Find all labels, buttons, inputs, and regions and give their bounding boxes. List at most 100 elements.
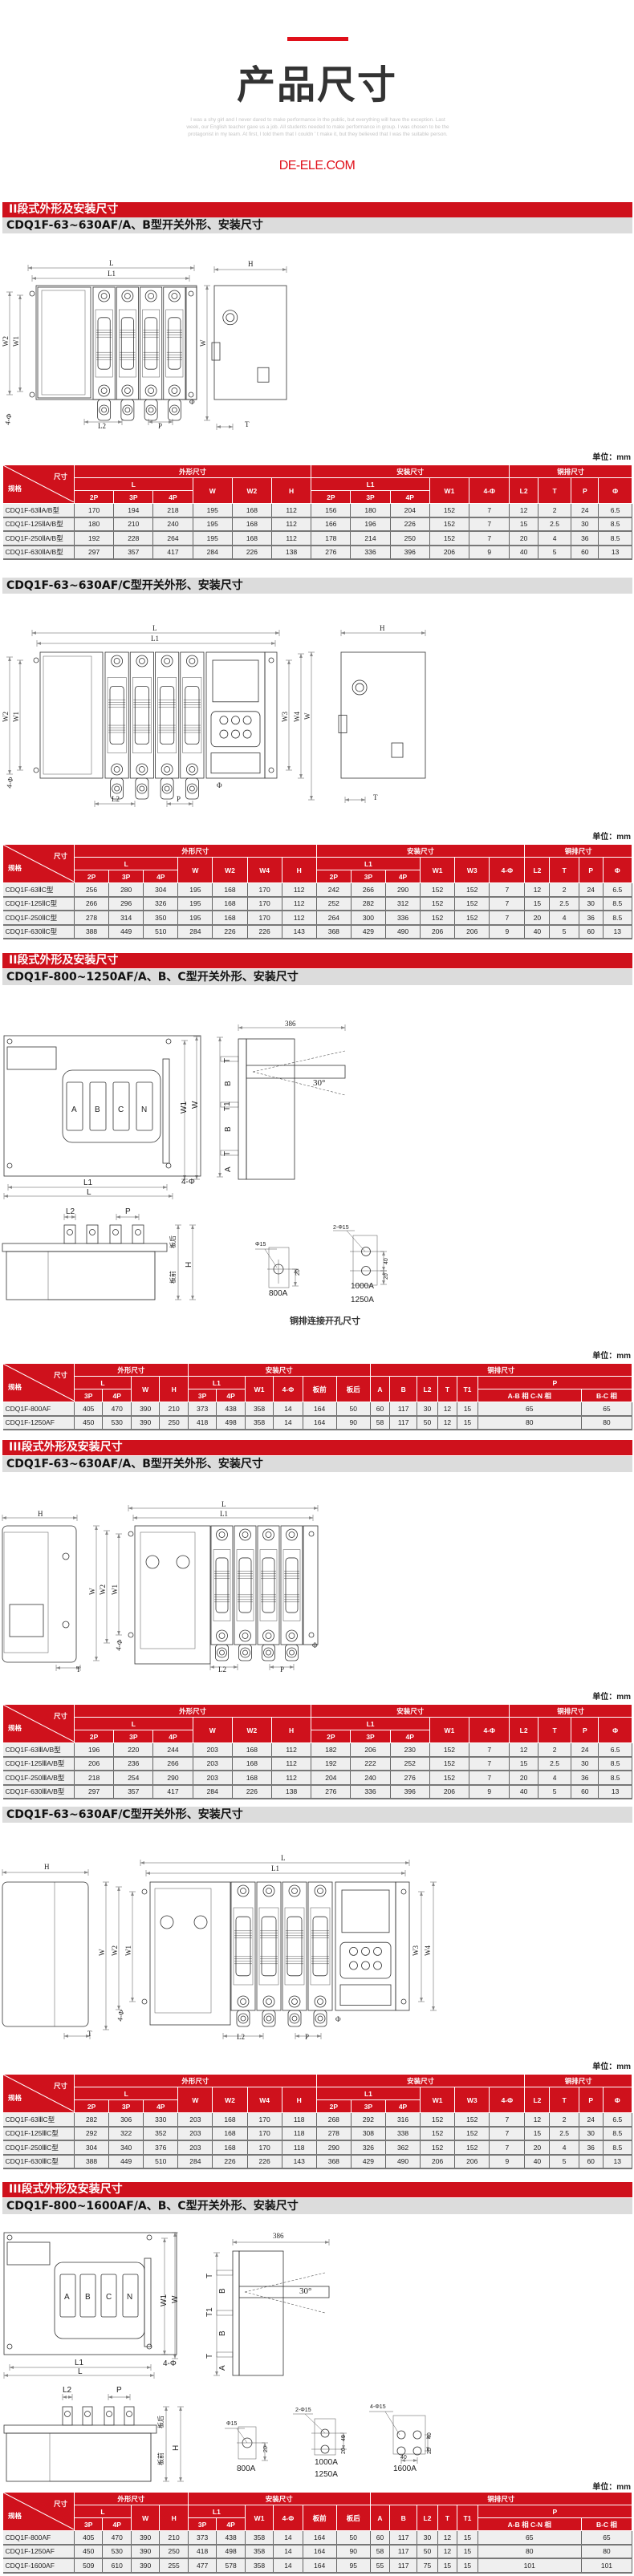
column-header: 2P <box>315 2099 352 2113</box>
column-header: A-B 相 C-N 相 <box>477 2517 582 2531</box>
dim-label-H: H <box>185 1262 193 1268</box>
terminal-screw <box>317 2015 323 2022</box>
terminal <box>287 1647 297 1658</box>
terminal <box>288 1995 301 2008</box>
value-cell: 13 <box>603 2154 633 2169</box>
value-cell: 368 <box>316 924 352 939</box>
value-cell: 30 <box>571 517 599 532</box>
value-cell: 610 <box>102 2558 132 2574</box>
value-cell: 264 <box>152 531 193 546</box>
value-cell: 256 <box>74 882 110 898</box>
value-cell: 2 <box>549 882 579 898</box>
column-header: 3P <box>350 2099 386 2113</box>
dim-label-L1: L1 <box>220 1510 228 1518</box>
value-cell: 15 <box>457 2558 478 2574</box>
terminal-screw <box>148 293 155 299</box>
value-cell: 4 <box>538 531 572 546</box>
value-cell: 117 <box>389 2530 418 2546</box>
terminal-screw <box>291 1998 298 2005</box>
controller-module <box>6 2241 51 2266</box>
value-cell: 530 <box>102 1415 132 1430</box>
controller-keypad <box>339 1941 392 1979</box>
column-header: 4-Φ <box>489 857 526 883</box>
terminal-screw <box>171 407 177 413</box>
value-cell: 12 <box>524 882 551 898</box>
value-cell: 12 <box>437 2530 458 2546</box>
value-cell: 4 <box>538 1771 572 1786</box>
column-header: T <box>537 477 572 504</box>
section-subtitle: CDQ1F-800~1600AF/A、B、C型开关外形、安装尺寸 <box>2 2198 632 2214</box>
side-view-body <box>340 651 426 779</box>
pole-module <box>140 286 163 400</box>
keypad-button <box>349 1961 358 1970</box>
hole-dim-label: 40 <box>427 2432 433 2439</box>
dim-label-W1: W1 <box>180 1101 189 1114</box>
terminal <box>216 1629 228 1642</box>
value-cell: 152 <box>429 1771 470 1786</box>
value-cell: 168 <box>212 2112 248 2128</box>
column-header: W2 <box>212 857 248 883</box>
value-cell: 182 <box>311 1742 352 1758</box>
value-cell: 15 <box>457 1402 478 1417</box>
value-cell: 138 <box>271 545 312 560</box>
column-header: H <box>159 1376 189 1402</box>
hole-1600 <box>413 2446 422 2456</box>
hole-leader <box>236 2428 248 2444</box>
pole-handle <box>144 317 158 370</box>
column-header: 4P <box>384 2099 421 2113</box>
value-cell: 13 <box>598 545 632 560</box>
terminal <box>289 2013 300 2024</box>
value-cell: 112 <box>282 911 317 926</box>
cover-plate <box>154 1888 212 2014</box>
brand-link[interactable]: DE-ELE.COM <box>278 159 356 172</box>
value-cell: 8.5 <box>598 1771 632 1786</box>
busbar-hole <box>89 1229 96 1235</box>
value-cell: 470 <box>102 1402 132 1417</box>
dim-label-W2: W2 <box>2 712 10 722</box>
mounting-hole <box>29 290 35 297</box>
pole-body <box>259 1549 278 1621</box>
unit-label: 单位：mm <box>592 2483 631 2492</box>
value-cell: 24 <box>579 882 604 898</box>
value-cell: 477 <box>188 2558 217 2574</box>
column-header: W1 <box>244 1376 274 1402</box>
terminal <box>240 1647 250 1658</box>
value-cell: 15 <box>457 1415 478 1430</box>
terminal <box>185 763 198 776</box>
column-header: T <box>437 1376 458 1402</box>
terminal-screw <box>171 293 178 299</box>
terminal <box>286 1528 298 1541</box>
section-banner: II段式外形及安装尺寸 <box>2 202 632 217</box>
terminal-screw <box>101 407 108 413</box>
value-cell: 284 <box>177 2154 213 2169</box>
model-name-cell: CDQ1F-630ⅡA/B型 <box>2 545 75 560</box>
header-row: 尺寸规格外形尺寸安装尺寸铜排尺寸 <box>2 2074 632 2113</box>
mounting-hole <box>128 1632 134 1638</box>
dim-label-L1: L1 <box>271 1864 279 1872</box>
pole-module <box>234 1525 257 1645</box>
column-header: 4P <box>143 870 179 883</box>
dim-label-W: W <box>98 1949 106 1956</box>
value-cell: 55 <box>370 2558 391 2574</box>
terminal <box>161 763 173 776</box>
pole-module <box>116 286 139 400</box>
value-cell: 284 <box>193 1784 233 1799</box>
value-cell: 266 <box>351 882 386 898</box>
dim-label-holes: 4-Φ <box>3 412 13 425</box>
value-cell: 168 <box>232 1771 273 1786</box>
value-cell: 152 <box>454 911 490 926</box>
value-cell: 8.5 <box>603 911 633 926</box>
column-header: L2 <box>417 1376 438 1402</box>
model-name-cell: CDQ1F-250ⅢA/B型 <box>2 1771 75 1786</box>
left-enclosure <box>39 651 104 779</box>
mounting-hole <box>6 1162 13 1169</box>
dim-label-L: L <box>221 1500 226 1508</box>
section-subtitle: CDQ1F-800~1250AF/A、B、C型开关外形、安装尺寸 <box>2 969 632 985</box>
angle-line <box>252 1071 346 1096</box>
column-header: 3P <box>350 490 391 504</box>
value-cell: 195 <box>193 503 233 518</box>
